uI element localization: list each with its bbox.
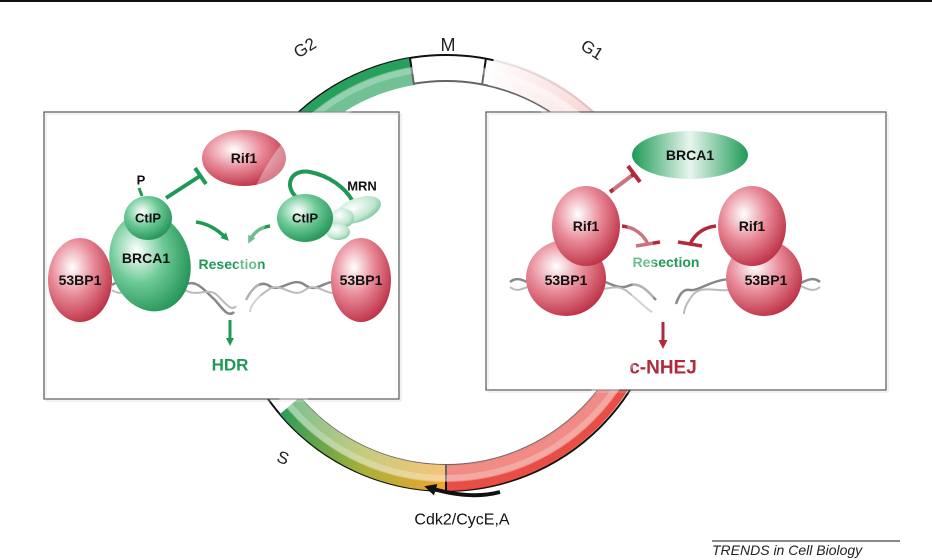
nhej-panel: BRCA1 53BP1 Rif1 53BP1 Rif1 Resection c-… bbox=[485, 111, 889, 393]
rif1-inhibits-brca1 bbox=[608, 172, 636, 194]
ctip-left-blob bbox=[124, 196, 172, 240]
resection-arrow-left bbox=[195, 220, 229, 241]
rif1-label: Rif1 bbox=[231, 150, 258, 166]
ring-overlay bbox=[237, 64, 655, 482]
ctip-left-label: CtIP bbox=[135, 211, 161, 226]
phase-label-s: S bbox=[274, 447, 291, 469]
phase-label-m: M bbox=[441, 35, 456, 55]
nhej-rif1-left-label: Rif1 bbox=[573, 218, 600, 234]
brca1-blob bbox=[109, 212, 191, 312]
hdr-outcome: HDR bbox=[212, 356, 249, 375]
hdr-resection-label: Resection bbox=[199, 256, 266, 272]
phase-label-g2: G2 bbox=[290, 34, 319, 62]
mrn-complex-b bbox=[330, 208, 354, 228]
ctip-inhibits-rif1 bbox=[164, 174, 202, 200]
53bp1-left-blob bbox=[48, 238, 112, 322]
nhej-53bp1-right-label: 53BP1 bbox=[745, 272, 788, 288]
rif1-right-blocks-resection bbox=[688, 224, 717, 245]
53bp1-right-label: 53BP1 bbox=[340, 272, 383, 288]
phase-label-g1: G1 bbox=[577, 36, 606, 64]
mrn-label: MRN bbox=[347, 179, 377, 194]
resection-arrow-right bbox=[248, 224, 271, 244]
s-phase-band bbox=[280, 397, 446, 491]
ctip-right-label: CtIP bbox=[292, 211, 318, 226]
credit-text: TRENDS in Cell Biology bbox=[712, 542, 863, 558]
nhej-outcome: c-NHEJ bbox=[629, 358, 697, 379]
53bp1-left-label: 53BP1 bbox=[59, 272, 102, 288]
hdr-panel: 53BP1 53BP1 BRCA1 CtIP P Rif1 MRN CtIP R… bbox=[43, 111, 402, 402]
nhej-brca1-label: BRCA1 bbox=[666, 147, 714, 163]
nhej-rif1-right-blob bbox=[718, 186, 786, 266]
nhej-rif1-right-label: Rif1 bbox=[739, 218, 766, 234]
nhej-brca1-blob bbox=[632, 131, 748, 179]
nhej-53bp1-left-label: 53BP1 bbox=[545, 272, 588, 288]
nhej-resection-label: Resection bbox=[633, 254, 700, 270]
dna-right-strand bbox=[249, 286, 341, 313]
53bp1-right-blob bbox=[331, 238, 391, 322]
rif1-left-blocks-resection bbox=[621, 224, 650, 245]
mrn-complex-c bbox=[326, 224, 350, 240]
phospho-label: P bbox=[137, 173, 146, 188]
rif1-blob bbox=[202, 130, 286, 186]
nhej-rif1-left-blob bbox=[552, 186, 620, 266]
kinase-label: Cdk2/CycE,A bbox=[414, 512, 509, 529]
ctip-right-blob bbox=[277, 194, 333, 242]
mrn-arc bbox=[288, 169, 354, 202]
brca1-label: BRCA1 bbox=[122, 250, 170, 266]
dna-right bbox=[244, 280, 341, 301]
kinase-arrow bbox=[424, 483, 501, 498]
